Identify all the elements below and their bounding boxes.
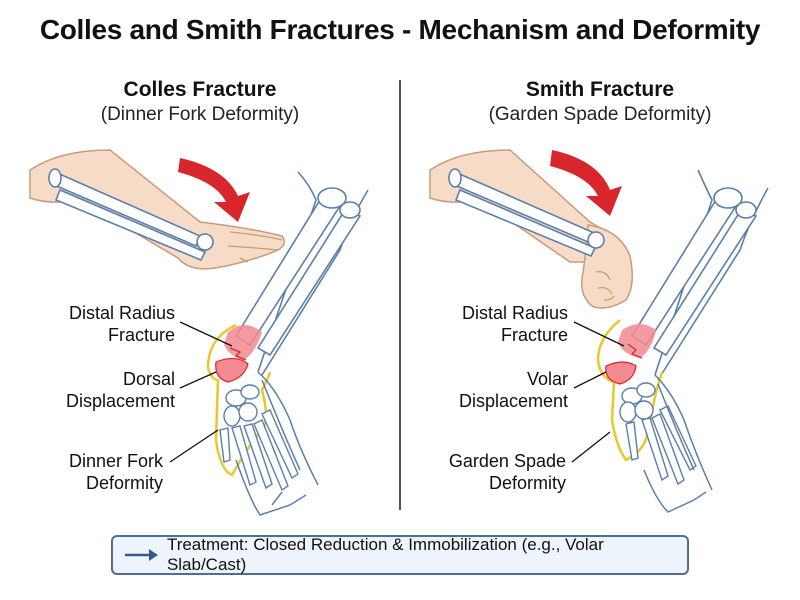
colles-fracture-highlight [224, 325, 262, 360]
treatment-text: Treatment: Closed Reduction & Immobiliza… [166, 535, 604, 574]
panel-divider [399, 80, 401, 510]
colles-deformity-label-line2: Deformity [85, 473, 163, 493]
smith-deformity-label: Garden Spade Deformity [410, 450, 566, 494]
smith-displacement-label: Volar Displacement [410, 368, 568, 412]
smith-illustration [429, 149, 769, 513]
colles-fracture-label-line1: Distal Radius [68, 303, 175, 323]
smith-displacement-label-line2: Displacement [458, 391, 568, 411]
colles-displacement-label-line2: Displacement [65, 391, 175, 411]
colles-panel-title: Colles Fracture [123, 78, 277, 101]
colles-deformity-outline [206, 323, 272, 477]
colles-fracture-label: Distal Radius Fracture [20, 302, 175, 346]
colles-displacement-label: Dorsal Displacement [20, 368, 175, 412]
arrow-right-icon [125, 549, 158, 561]
smith-fracture-label-line1: Distal Radius [461, 303, 568, 323]
treatment-box: Treatment: Closed Reduction & Immobiliza… [111, 535, 689, 575]
colles-illustration [29, 149, 369, 516]
colles-displacement-label-line1: Dorsal [122, 369, 175, 389]
colles-panel-subtitle: (Dinner Fork Deformity) [100, 104, 300, 125]
smith-fracture-highlight [618, 324, 656, 358]
colles-force-arrow [178, 158, 250, 222]
smith-force-arrow [550, 150, 622, 216]
colles-deformity-label-line1: Dinner Fork [68, 451, 163, 471]
smith-panel-title: Smith Fracture [525, 78, 675, 101]
colles-forearm [29, 149, 285, 270]
smith-deformity-outline [596, 318, 664, 462]
smith-fracture-label: Distal Radius Fracture [410, 302, 568, 346]
smith-panel-subtitle: (Garden Spade Deformity) [488, 104, 712, 125]
colles-fracture-label-line2: Fracture [107, 325, 175, 345]
smith-displacement-label-line1: Volar [526, 369, 568, 389]
figure-title: Colles and Smith Fractures - Mechanism a… [39, 14, 761, 45]
smith-fracture-label-line2: Fracture [500, 325, 568, 345]
colles-deformity-label: Dinner Fork Deformity [20, 450, 163, 494]
smith-deformity-label-line2: Deformity [488, 473, 566, 493]
smith-deformity-label-line1: Garden Spade [448, 451, 566, 471]
